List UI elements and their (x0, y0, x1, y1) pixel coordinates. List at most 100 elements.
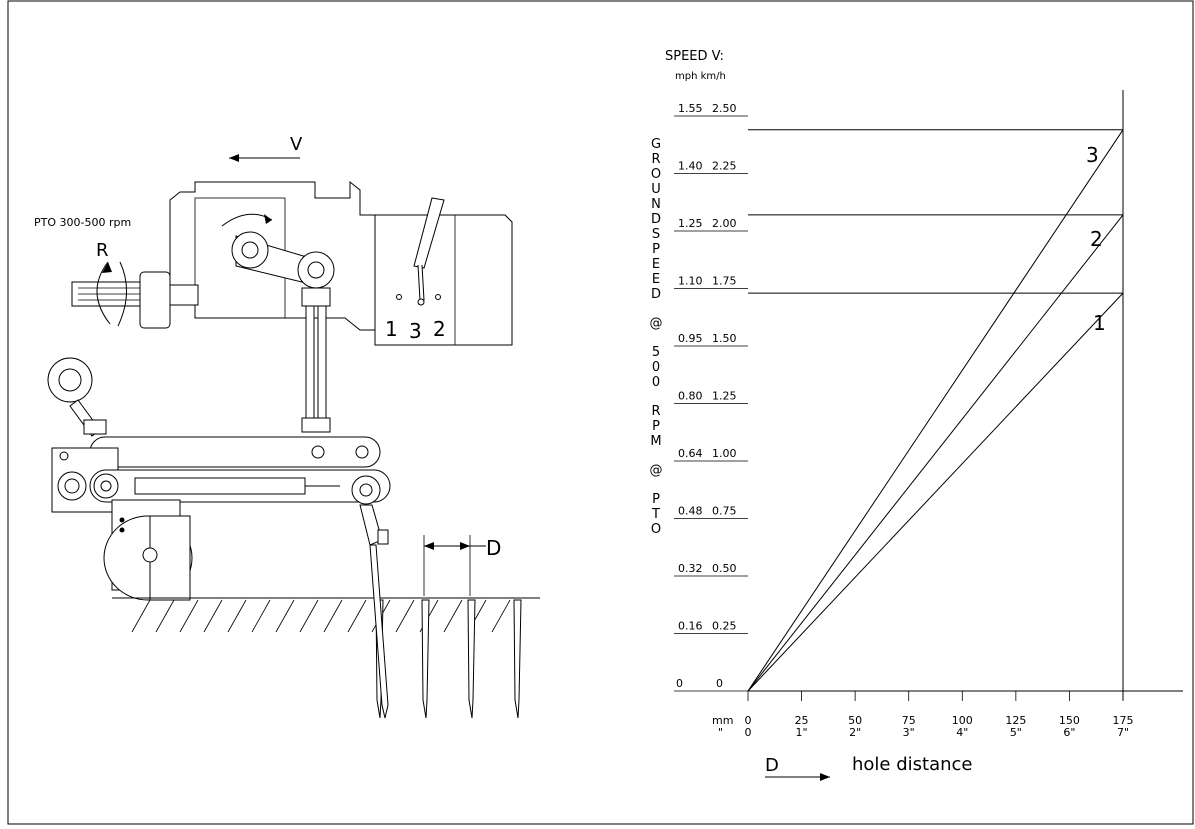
lower-link-pivot-inner (100, 480, 112, 492)
y-tick-mph-label-3: 0.48 (678, 505, 703, 518)
pto-rotation-arc-right (117, 261, 128, 327)
x-tick-mm-label-4: 100 (952, 714, 973, 727)
tine-active (369, 544, 389, 719)
tine-2 (421, 599, 430, 719)
arm-bolt-1 (311, 445, 325, 459)
y-tick-kmh-label-8: 2.00 (712, 217, 737, 230)
gear-position-1-label: 1 (385, 317, 398, 341)
gear-line-label-1: 1 (1093, 311, 1106, 335)
gear-position-3-label: 3 (409, 319, 422, 343)
y-tick-mph-label-4: 0.64 (678, 447, 703, 460)
x-axis-d-label: D (765, 755, 779, 776)
crank-pin-inner (307, 261, 325, 279)
frame-pivot-inner (64, 478, 80, 494)
y-tick-mph-label-2: 0.32 (678, 562, 703, 575)
gear-selector-box (374, 214, 513, 346)
travel-direction-arrowhead (229, 154, 239, 162)
y-tick-mph-label-0: 0 (676, 677, 683, 690)
pto-rotation-arc-left (96, 261, 111, 325)
y-tick-mph-label-8: 1.25 (678, 217, 703, 230)
x-tick-mm-label-3: 75 (902, 714, 916, 727)
conrod-right-bar (317, 305, 327, 419)
chart-series: 123 (747, 129, 1124, 692)
x-tick-inch-label-2: 2" (849, 726, 861, 739)
ground-hatch-line-15 (491, 599, 511, 633)
gearbox-top-step (314, 182, 351, 198)
y-tick-kmh-label-10: 2.50 (712, 102, 737, 115)
ground-hatch-line-3 (203, 599, 223, 633)
y-tick-kmh-label-2: 0.50 (712, 562, 737, 575)
y-tick-mph-label-7: 1.10 (678, 275, 703, 288)
hole-distance-d-label: D (486, 536, 501, 560)
x-tick-inch-label-6: 6" (1063, 726, 1075, 739)
hitch-ring-bolt (83, 419, 107, 435)
x-tick-mm-label-0: 0 (745, 714, 752, 727)
tine-carrier-arm (89, 436, 381, 468)
rotation-r-label: R (96, 240, 109, 261)
d-dimension-arrow-right (460, 542, 470, 550)
tine-4 (513, 599, 522, 719)
x-tick-mm-label-2: 50 (848, 714, 862, 727)
gear-position-2-label: 2 (433, 317, 446, 341)
ground-hatch-line-0 (131, 599, 151, 633)
chart-title: SPEED V: (665, 49, 724, 64)
pto-coupling (139, 271, 171, 329)
roller-axle (142, 547, 158, 563)
y-tick-kmh-label-1: 0.25 (712, 620, 737, 633)
gear-hole-2 (435, 294, 441, 300)
ground-hatch-line-6 (275, 599, 295, 633)
conrod-top-nut (301, 287, 331, 307)
x-tick-inch-label-0: 0 (745, 726, 752, 739)
gear-line-2 (747, 214, 1124, 692)
gear-lever-knob (417, 298, 425, 306)
x-tick-mm-label-1: 25 (795, 714, 809, 727)
ground-hatch-line-4 (227, 599, 247, 633)
x-unit-mm-label: mm (712, 714, 733, 727)
x-tick-inch-label-5: 5" (1010, 726, 1022, 739)
x-axis-title: hole distance (852, 754, 973, 775)
y-tick-mph-label-9: 1.40 (678, 160, 703, 173)
ground-hatch-line-5 (251, 599, 271, 633)
hydraulic-cylinder (134, 477, 306, 495)
conrod-bottom-nut (301, 417, 331, 433)
ground-hatch-line-2 (179, 599, 199, 633)
pto-rotation-arrowhead (102, 262, 112, 273)
y-tick-kmh-label-7: 1.75 (712, 275, 737, 288)
ground-hatch-line-9 (347, 599, 367, 633)
y-tick-kmh-label-4: 1.00 (712, 447, 737, 460)
frame-small-hole (59, 451, 69, 461)
conrod-left-bar (305, 305, 315, 419)
bracket-rivet-1 (119, 517, 125, 523)
ground-hatch-line-13 (443, 599, 463, 633)
page-border (7, 0, 1194, 825)
y-tick-kmh-label-6: 1.50 (712, 332, 737, 345)
y-tick-kmh-label-9: 2.25 (712, 160, 737, 173)
x-unit-inch-label: " (718, 726, 723, 739)
chart-units-row: mph km/h (675, 71, 726, 82)
hitch-ring-inner (58, 368, 82, 392)
pto-rpm-label: PTO 300-500 rpm (34, 216, 131, 229)
tine-3 (467, 599, 476, 719)
chart-axes (748, 90, 1183, 700)
y-tick-mph-label-10: 1.55 (678, 102, 703, 115)
tine-holder-pivot-inner (359, 483, 373, 497)
x-tick-inch-label-7: 7" (1117, 726, 1129, 739)
x-tick-inch-label-4: 4" (956, 726, 968, 739)
aerator-machine-diagram: V PTO 300-500 rpm 1 3 2 (34, 134, 540, 719)
ground-hatch-line-8 (323, 599, 343, 633)
y-tick-kmh-label-3: 0.75 (712, 505, 737, 518)
x-tick-mm-label-6: 150 (1059, 714, 1080, 727)
ground-hatch-line-7 (299, 599, 319, 633)
ground-hatch-line-11 (395, 599, 415, 633)
tine-holes (369, 544, 522, 719)
x-tick-mm-label-5: 125 (1005, 714, 1026, 727)
x-tick-inch-label-3: 3" (903, 726, 915, 739)
roller-marker (119, 527, 125, 533)
y-tick-kmh-label-0: 0 (716, 677, 723, 690)
speed-v-label: V (290, 134, 303, 155)
